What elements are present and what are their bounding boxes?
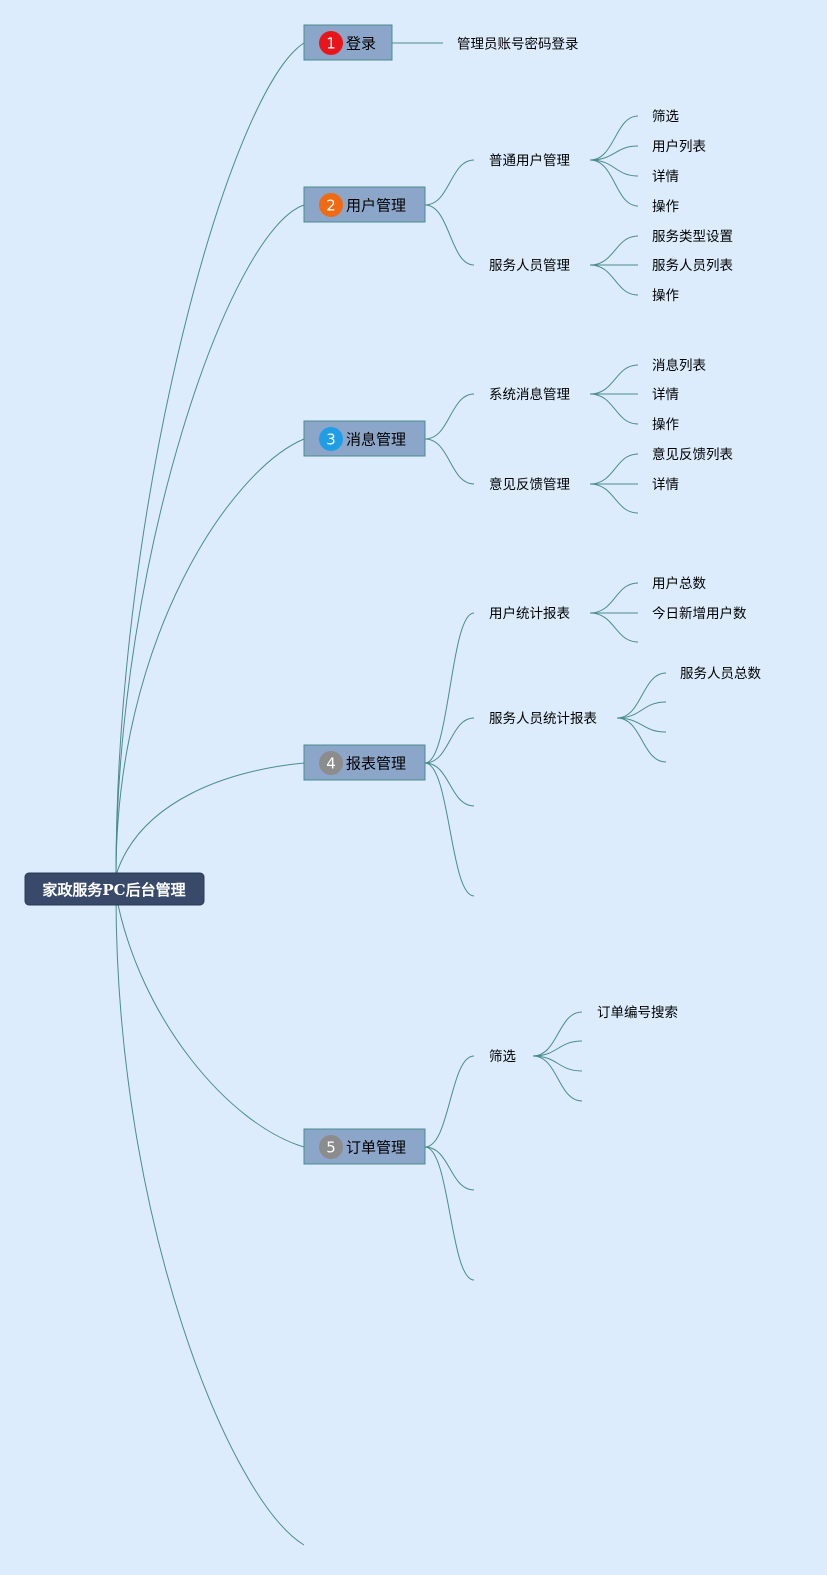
leaf-item[interactable]: 详情 [652, 387, 679, 403]
subtopic-system-message[interactable]: 系统消息管理 [489, 386, 570, 403]
leaf-item[interactable]: 详情 [652, 169, 679, 185]
leaf-item[interactable]: 今日新增用户数 [652, 605, 747, 622]
subtopic-user-report[interactable]: 用户统计报表 [489, 605, 570, 622]
topic-label: 订单管理 [346, 1139, 406, 1157]
leaf-admin-login[interactable]: 管理员账号密码登录 [457, 36, 579, 53]
number-badge-2 [319, 193, 343, 217]
topic-label: 登录 [346, 35, 376, 53]
badge-number: 3 [326, 431, 336, 449]
topic-report-management[interactable]: 4 报表管理 [303, 744, 426, 781]
number-badge-4 [319, 751, 343, 775]
leaf-item[interactable]: 订单编号搜索 [597, 1005, 678, 1021]
leaf-item[interactable]: 用户总数 [652, 575, 706, 592]
leaf-item[interactable]: 用户列表 [652, 138, 706, 155]
leaf-item[interactable]: 服务类型设置 [652, 229, 733, 245]
number-badge-5 [319, 1135, 343, 1159]
number-badge-1 [319, 31, 343, 55]
topic-label: 报表管理 [346, 755, 406, 773]
subtopic-staff-report[interactable]: 服务人员统计报表 [489, 711, 597, 727]
number-badge-3 [319, 427, 343, 451]
connectors [115, 42, 667, 1546]
subtopic-normal-user[interactable]: 普通用户管理 [489, 152, 570, 169]
badge-number: 1 [326, 35, 336, 53]
leaf-item[interactable]: 服务人员列表 [652, 258, 733, 274]
subtopic-feedback[interactable]: 意见反馈管理 [489, 476, 570, 493]
leaf-item[interactable]: 意见反馈列表 [652, 446, 733, 463]
leaf-item[interactable]: 操作 [652, 199, 679, 215]
topic-message-management[interactable]: 3 消息管理 [303, 420, 426, 457]
leaf-item[interactable]: 操作 [652, 417, 679, 433]
leaf-item[interactable]: 消息列表 [652, 357, 706, 374]
subtopic-order-filter[interactable]: 筛选 [489, 1049, 517, 1065]
topic-label: 消息管理 [346, 431, 406, 449]
leaf-item[interactable]: 筛选 [652, 109, 680, 125]
badge-number: 2 [326, 197, 336, 215]
root-label: 家政服务PC后台管理 [42, 881, 185, 899]
badge-number: 5 [326, 1139, 336, 1157]
leaf-item[interactable]: 详情 [652, 477, 679, 493]
leaf-item[interactable]: 服务人员总数 [680, 666, 761, 682]
root-node[interactable]: 家政服务PC后台管理 [24, 872, 205, 906]
leaf-item[interactable]: 操作 [652, 288, 679, 304]
topic-order-management[interactable]: 5 订单管理 [303, 1128, 426, 1165]
topic-login[interactable]: 1 登录 [303, 24, 393, 61]
badge-number: 4 [326, 755, 336, 773]
topic-label: 用户管理 [346, 197, 406, 215]
subtopic-staff[interactable]: 服务人员管理 [489, 258, 570, 274]
topic-user-management[interactable]: 2 用户管理 [303, 186, 426, 223]
